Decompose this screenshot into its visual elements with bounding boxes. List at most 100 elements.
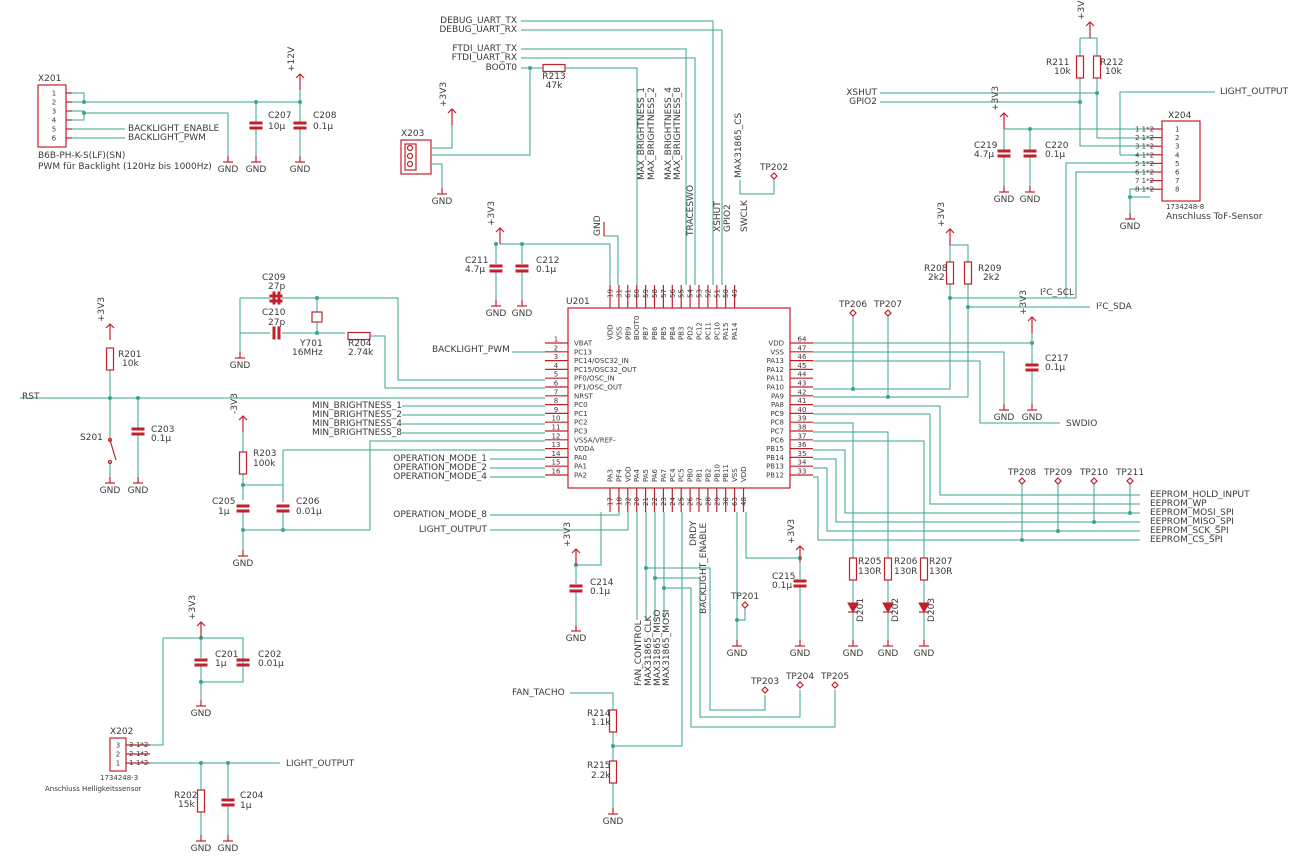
pin-label: 36 [798,441,807,449]
label-c215v: 0.1µ [772,581,792,591]
label-i2c_sda: I²C_SDA [1096,302,1133,312]
mcu-body [567,307,791,489]
pin-label: 1 [52,90,56,98]
pin-label: 5 1*2 [1135,160,1154,168]
pin-label: PC13 [574,348,592,356]
pin-label: 42 [798,388,807,396]
c220-symbol [1023,149,1037,158]
label-r202: R202 [174,791,197,801]
pin-label: 23 [660,497,668,506]
label-ee_hold: EEPROM_HOLD_INPUT [1150,490,1250,500]
test-point-label: TP209 [1043,468,1072,478]
pin-label: 38 [798,424,807,432]
pin-label: 4 [1175,151,1180,159]
gnd-label: GND [100,486,121,496]
pin-label: 54 [687,289,695,298]
label-rst: RST [22,392,40,402]
c215-symbol [793,579,807,588]
label-r208v: 2k2 [928,273,945,283]
label-c206: C206 [296,497,320,507]
connector-x203-refdes: X203 [401,129,424,139]
pin-label: 7 [554,388,558,396]
label-c204v: 1µ [240,801,252,811]
pwm-note: PWM für Backlight (120Hz bis 1000Hz) [38,162,212,172]
pin-label: GND [593,215,603,236]
label-c208: C208 [313,111,337,121]
label-c205: C205 [212,497,235,507]
power-label: +12V [287,46,297,72]
test-point-label: TP210 [1079,468,1108,478]
label-r207v: 130R [929,567,952,577]
connector-x204-refdes: X204 [1168,111,1192,121]
pin-label: 4 1*2 [1135,151,1154,159]
pin-label: 10 [552,415,561,423]
gnd-label: GND [790,649,811,659]
label-r206v: 130R [894,567,917,577]
pin-label: 3 [52,108,56,116]
test-point-label: TP211 [1115,468,1144,478]
pin-label: VSS [615,326,623,340]
pin-label: 3-1*2 [129,741,148,749]
gnd-label: GND [512,309,533,319]
label-r212: R212 [1100,58,1123,68]
pin-label: 3 [116,742,120,750]
label-r202v: 15k [178,800,195,810]
pin-label: PB4 [669,326,677,340]
label-gpio2: GPIO2 [849,97,877,107]
pin-label: 7 1*2 [1135,177,1154,185]
label-x202_note: Anschluss Helligkeitssensor [45,785,142,793]
pin-label: PC15/OSC32_OUT [574,366,637,374]
gnd-label: GND [878,649,899,659]
label-r208: R208 [924,264,948,274]
pin-label: PA8 [771,401,784,409]
gnd-label: GND [843,649,864,659]
pin-label: VSS [770,348,784,356]
pin-label: 40 [798,406,807,414]
pin-label: PF1/OSC_OUT [574,384,623,392]
label-r206: R206 [894,557,918,567]
pin-label: PA10 [767,384,784,392]
gnd-label: GND [914,649,935,659]
pin-label: VSSA/VREF- [574,436,616,444]
test-point-icon [770,172,778,180]
pin-label: 8 1*2 [1135,186,1154,194]
label-r201: R201 [118,350,141,360]
gnd-label: GND [727,649,748,659]
r213-symbol [542,63,566,73]
c203-symbol [131,427,145,436]
r202-symbol [196,789,206,813]
pin-label: 11 [552,424,561,432]
gnd-label: GND [230,361,251,371]
label-r215: R215 [587,761,610,771]
gnd-label: GND [233,559,254,569]
power-label: +3V3 [1019,290,1029,315]
label-ee_wp: EEPROM_WP [1150,499,1207,509]
label-ee_mosi: EEPROM_MOSI_SPI [1150,508,1234,518]
test-point-label: TP203 [750,677,779,687]
wires [20,20,1215,835]
pin-label: 1 [1175,126,1179,134]
label-r209v: 2k2 [983,273,1000,283]
pin-label: PA11 [767,375,784,383]
label-drdy: DRDY [689,520,699,546]
pin-label: 35 [798,450,807,458]
label-r205v: 130R [858,567,881,577]
pin-label: 34 [798,459,807,467]
label-r204: R204 [348,339,372,349]
label-ftdi_tx: FTDI_UART_TX [452,44,517,54]
label-y701v: 16MHz [292,348,323,358]
test-point-label: TP208 [1007,468,1036,478]
gnd-label: GND [486,309,507,319]
label-d202: D202 [891,598,901,622]
power-label: -3V3 [230,393,240,414]
label-c204: C204 [240,791,264,801]
label-c217: C217 [1045,354,1068,364]
pin-label: 2-1*2 [129,750,148,758]
pin-label: PD2 [687,326,695,340]
label-d203: D203 [927,598,937,622]
pin-label: PF0/OSC_IN [574,375,615,383]
r212-symbol [1092,55,1102,79]
gnd-label: GND [994,413,1015,423]
label-c205v: 1µ [218,507,230,517]
pin-label: PB3 [678,327,686,340]
